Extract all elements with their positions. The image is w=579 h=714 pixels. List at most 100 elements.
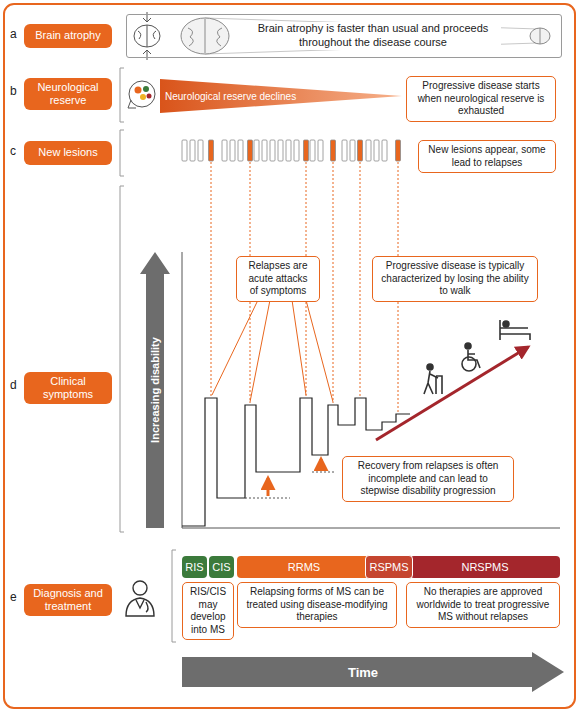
node-text: NRSPMS <box>412 561 558 573</box>
callout-box: Relapses are acute attacks of symptoms <box>236 256 320 302</box>
node-text: Increasing disability <box>149 337 161 443</box>
row-label-box: Clinical symptoms <box>24 372 112 404</box>
wheelchair-icon-part <box>465 343 471 349</box>
node-text: No therapies are approved worldwide to t… <box>413 586 553 624</box>
node-text: Neurological reserve declines <box>165 91 402 102</box>
lesion-bar <box>222 140 227 161</box>
lesion-bar <box>254 140 259 161</box>
large-brain <box>181 18 229 54</box>
callout-box: Recovery from relapses is often incomple… <box>342 456 514 502</box>
bed-icon-part <box>503 321 509 327</box>
large-brain-part <box>188 19 222 53</box>
walker-icon <box>424 364 442 394</box>
stage-bar: RRMS <box>237 556 371 578</box>
callout-box: New lesions appear, some lead to relapse… <box>418 140 556 173</box>
head-icon-part <box>140 94 146 100</box>
lesion-bar <box>190 140 195 161</box>
disability-arrow-shape <box>140 252 170 528</box>
stage-bar: CIS <box>209 556 234 578</box>
lesion-bar <box>366 140 371 161</box>
relapse-leader-lines-part <box>212 300 258 395</box>
compression-icon-part <box>134 25 160 47</box>
node-text: RSPMS <box>368 561 410 573</box>
lesion-bar <box>286 140 291 161</box>
walker-icon-part <box>436 376 442 394</box>
disability-axis <box>182 252 560 528</box>
node-text: Clinical symptoms <box>28 375 108 401</box>
callout-box: Relapsing forms of MS can be treated usi… <box>237 582 397 628</box>
node-text: Recovery from relapses is often incomple… <box>349 460 507 498</box>
doctor-icon-part <box>136 600 148 612</box>
node-text: Time <box>182 665 544 680</box>
node-text: Diagnosis and treatment <box>28 587 108 613</box>
node-text: RIS <box>184 561 205 573</box>
relapse-leader-lines <box>212 300 333 402</box>
callout-box: Progressive disease starts when neurolog… <box>406 76 556 122</box>
lesion-relapse-guides <box>211 162 398 412</box>
doctor-icon <box>126 581 154 616</box>
recovery-baselines-part <box>312 472 334 473</box>
bed-icon-part <box>500 320 530 340</box>
node-text: New lesions appear, some lead to relapse… <box>425 144 549 169</box>
node-text: CIS <box>211 561 232 573</box>
stage-bar: NRSPMS <box>410 556 560 578</box>
node-text: Progressive disease starts when neurolog… <box>413 80 549 118</box>
panel-letter: a <box>10 27 17 41</box>
disability-arrow: Increasing disability <box>140 252 170 528</box>
node-text: Neurological reserve <box>28 81 108 107</box>
relapse-leader-lines-part <box>250 300 270 402</box>
outer-frame <box>4 4 575 708</box>
node-text: New lesions <box>28 146 108 159</box>
row-brackets-part <box>120 130 124 176</box>
lesion-bar <box>294 140 299 161</box>
doctor-icon-part <box>126 598 154 616</box>
head-icon-part <box>147 94 152 99</box>
lesion-guide <box>333 162 334 403</box>
node-text: RRMS <box>239 561 369 573</box>
lesion-bar <box>310 140 315 161</box>
walker-icon-part <box>427 364 433 370</box>
compression-icon-part <box>143 50 151 60</box>
lesion-bar <box>342 140 347 161</box>
reserve-triangle-shape <box>160 79 402 113</box>
panel-letter: c <box>10 144 16 158</box>
atrophy-taper <box>205 18 538 54</box>
small-brain-part <box>540 28 541 44</box>
callout-box: RIS/CIS may develop into MS <box>182 582 234 640</box>
lesion-bar <box>238 140 243 161</box>
large-brain-part <box>181 18 229 54</box>
lesion-guide <box>211 162 212 396</box>
lesion-bars <box>182 140 401 161</box>
time-arrow-shape <box>182 652 564 692</box>
bed-icon <box>500 320 530 340</box>
row-brackets-part <box>120 186 124 532</box>
callout-box: Progressive disease is typically charact… <box>372 256 538 302</box>
recovery-baselines-part <box>245 498 290 499</box>
row-label-box: Neurological reserve <box>24 78 112 110</box>
row-brackets-part <box>120 68 124 122</box>
small-brain <box>530 28 550 44</box>
progression-arrow <box>376 347 528 440</box>
node-text: Brain atrophy <box>28 29 108 42</box>
wheelchair-icon-part <box>462 357 476 371</box>
lesion-bar <box>209 140 214 161</box>
head-icon <box>128 81 155 108</box>
panel-letter: d <box>10 378 17 392</box>
head-icon-part <box>128 100 136 108</box>
lesion-bar <box>304 140 309 161</box>
stage-bar: RSPMS <box>365 555 413 579</box>
recovery-baselines <box>245 472 334 498</box>
lesion-bar <box>270 140 275 161</box>
wheelchair-icon <box>462 343 480 371</box>
time-arrow: Time <box>182 652 564 692</box>
head-icon-part <box>135 87 142 94</box>
head-icon-part <box>129 81 155 107</box>
head-icon-part <box>143 86 149 92</box>
compression-icon <box>134 12 160 60</box>
lesion-bar <box>350 140 355 161</box>
relapse-leader-lines-part <box>306 300 333 402</box>
lesion-bar <box>278 140 283 161</box>
row-label-box: Diagnosis and treatment <box>24 584 112 616</box>
brain-atrophy-figure <box>134 12 550 60</box>
lesion-bar <box>331 140 336 161</box>
